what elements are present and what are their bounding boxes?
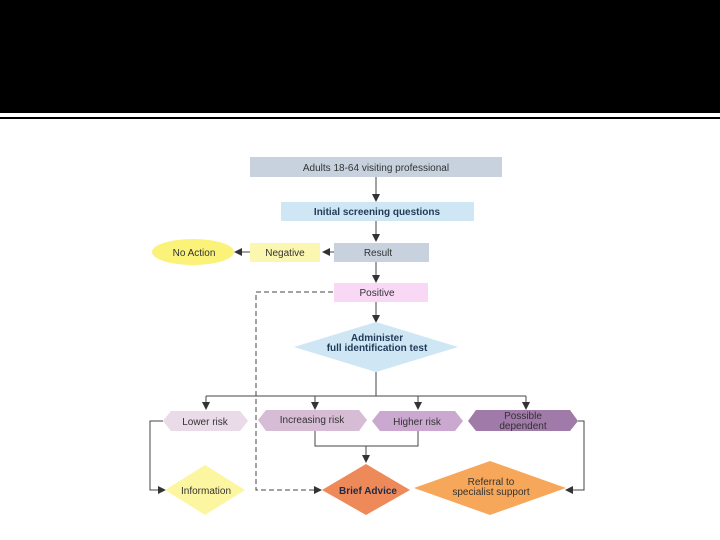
- possible-dependent-hexagon: [468, 410, 578, 431]
- increasing-risk-hexagon: [258, 410, 367, 431]
- line-join-risks: [314, 431, 419, 447]
- screening-label: Initial screening questions: [314, 207, 441, 218]
- higher-risk-label: Higher risk: [393, 417, 442, 428]
- administer-diamond: [294, 322, 458, 372]
- screening-box: [281, 202, 474, 221]
- start-label: Adults 18-64 visiting professional: [303, 163, 449, 174]
- referral-diamond: [414, 461, 566, 515]
- brief-advice-label: Brief Advice: [339, 486, 397, 497]
- higher-risk-hexagon: [372, 411, 463, 431]
- referral-label-line2: specialist support: [452, 487, 529, 498]
- arrow-dependent-to-referral: [565, 420, 585, 494]
- connectors: [149, 177, 585, 494]
- negative-box: [250, 243, 320, 262]
- title-bar: [0, 0, 720, 113]
- no-action-label: No Action: [173, 248, 216, 259]
- possible-label-line1: Possible: [504, 411, 542, 422]
- possible-label-line2: dependent: [499, 421, 546, 432]
- result-label: Result: [364, 248, 393, 259]
- lower-risk-hexagon: [163, 411, 248, 431]
- increasing-risk-label: Increasing risk: [280, 415, 345, 426]
- arrow-lower-to-information: [149, 420, 166, 494]
- administer-label-line2: full identification test: [327, 343, 428, 354]
- administer-label-line1: Administer: [351, 333, 403, 344]
- information-diamond: [165, 465, 245, 515]
- start-box: [250, 157, 502, 177]
- result-box: [334, 243, 429, 262]
- information-label: Information: [181, 486, 231, 497]
- no-action-ellipse: [152, 239, 234, 265]
- lower-risk-label: Lower risk: [182, 417, 229, 428]
- brief-advice-diamond: [322, 464, 410, 515]
- dashed-positive-to-brief-advice: [255, 291, 333, 494]
- negative-label: Negative: [265, 248, 305, 259]
- positive-label: Positive: [359, 288, 394, 299]
- positive-box: [334, 283, 428, 302]
- title-divider: [0, 117, 720, 119]
- referral-label-line1: Referral to: [468, 477, 515, 488]
